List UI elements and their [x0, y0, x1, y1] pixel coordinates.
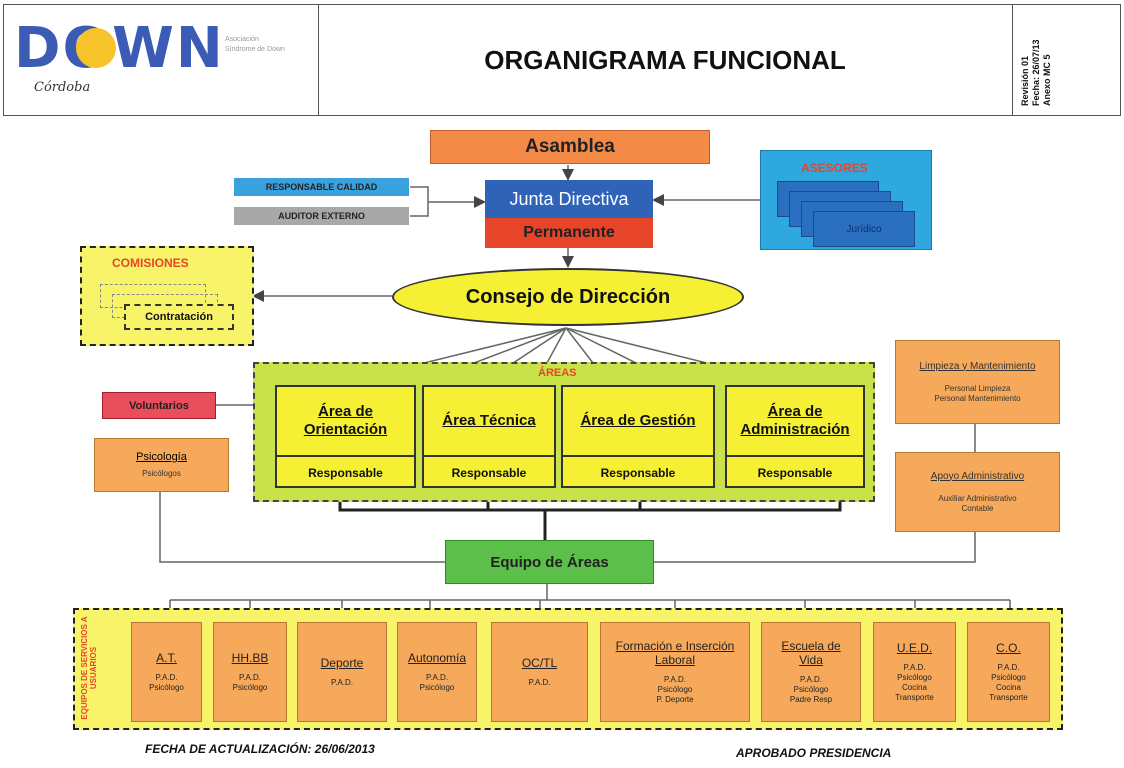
- area-orientacion-resp: Responsable: [308, 465, 383, 480]
- service-ued-sub: P.A.D. Psicólogo Cocina Transporte: [895, 663, 934, 702]
- service-formacion-sub: P.A.D. Psicólogo P. Deporte: [656, 675, 694, 704]
- apoyo-box: Apoyo Administrativo Auxiliar Administra…: [895, 452, 1060, 532]
- service-formacion: Formación e Inserción Laboral P.A.D. Psi…: [600, 622, 750, 722]
- juridico-label: Jurídico: [846, 223, 882, 235]
- area-tecnica-title: Área Técnica: [442, 412, 536, 429]
- service-at-sub: P.A.D. Psicólogo: [149, 673, 184, 692]
- junta-directiva-box: Junta Directiva: [485, 180, 653, 218]
- asesores-stack-4: Jurídico: [813, 211, 915, 247]
- anexo-text: Anexo MC 5: [1042, 54, 1052, 106]
- service-co-sub: P.A.D. Psicólogo Cocina Transporte: [989, 663, 1028, 702]
- asesores-panel: ASESORES Jurídico: [760, 150, 932, 250]
- areas-label: ÁREAS: [538, 367, 577, 379]
- service-octl-title: OC/TL: [521, 656, 558, 670]
- fecha-text: Fecha: 26/07/13: [1031, 39, 1041, 106]
- service-hhbb-title: HH.BB: [231, 651, 269, 665]
- service-escuela-sub: P.A.D. Psicólogo Padre Resp: [789, 675, 833, 704]
- comisiones-panel: COMISIONES Contratación: [80, 246, 254, 346]
- equipos-label: EQUIPOS DE SERVICIOS A USUARIOS: [80, 613, 98, 723]
- area-gestion-resp: Responsable: [600, 465, 676, 480]
- area-tecnica: Área Técnica Responsable: [422, 385, 556, 488]
- service-deporte-sub: P.A.D.: [330, 678, 354, 687]
- limpieza-sub1: Personal Limpieza: [944, 383, 1011, 393]
- service-autonomia-sub: P.A.D. Psicólogo: [419, 673, 455, 692]
- revision-block: Revisión 01 Fecha: 26/07/13 Anexo MC 5: [1014, 6, 1120, 114]
- equipo-areas-box: Equipo de Áreas: [445, 540, 654, 584]
- service-ued-title: U.E.D.: [896, 641, 933, 655]
- responsable-calidad-box: RESPONSABLE CALIDAD: [234, 178, 409, 196]
- service-co: C.O. P.A.D. Psicólogo Cocina Transporte: [967, 622, 1050, 722]
- header-bar: [3, 4, 1121, 116]
- limpieza-box: Limpieza y Mantenimiento Personal Limpie…: [895, 340, 1060, 424]
- service-escuela-title: Escuela de Vida: [781, 639, 841, 667]
- service-at: A.T. P.A.D. Psicólogo: [131, 622, 202, 722]
- consejo-direccion-ellipse: Consejo de Dirección: [392, 268, 744, 326]
- apoyo-title: Apoyo Administrativo: [930, 470, 1025, 482]
- equipos-label-text: EQUIPOS DE SERVICIOS A USUARIOS: [80, 616, 98, 720]
- logo: DOWN Córdoba: [14, 16, 223, 96]
- psicologia-title: Psicología: [136, 451, 187, 463]
- service-hhbb: HH.BB P.A.D. Psicólogo: [213, 622, 287, 722]
- service-co-title: C.O.: [996, 641, 1021, 655]
- asesores-label: ASESORES: [801, 161, 868, 175]
- area-orientacion-title: Área de Orientación: [303, 403, 388, 438]
- revision-text: Revisión 01: [1020, 55, 1030, 106]
- voluntarios-box: Voluntarios: [102, 392, 216, 419]
- psicologia-sub: Psicólogos: [142, 469, 181, 478]
- service-at-title: A.T.: [156, 651, 177, 665]
- comisiones-label: COMISIONES: [112, 256, 189, 270]
- contratacion-label: Contratación: [145, 311, 213, 323]
- limpieza-sub2: Personal Mantenimiento: [934, 393, 1021, 403]
- area-gestion: Área de Gestión Responsable: [561, 385, 715, 488]
- apoyo-sub2: Contable: [961, 503, 994, 513]
- header-divider-right: [1012, 4, 1013, 116]
- service-hhbb-sub: P.A.D. Psicólogo: [232, 673, 268, 692]
- comisiones-contratacion: Contratación: [124, 304, 234, 330]
- area-administracion-title: Área de Administración: [740, 403, 850, 438]
- area-administracion-resp: Responsable: [757, 465, 833, 480]
- service-octl-sub: P.A.D.: [528, 678, 551, 687]
- service-autonomia-title: Autonomía: [407, 651, 467, 665]
- area-tecnica-resp: Responsable: [451, 465, 527, 480]
- permanente-box: Permanente: [485, 218, 653, 248]
- logo-text: DOWN: [14, 16, 225, 81]
- area-orientacion: Área de Orientación Responsable: [275, 385, 416, 488]
- service-autonomia: Autonomía P.A.D. Psicólogo: [397, 622, 477, 722]
- limpieza-title: Limpieza y Mantenimiento: [919, 360, 1036, 372]
- service-formacion-title: Formación e Inserción Laboral: [615, 639, 735, 667]
- service-ued: U.E.D. P.A.D. Psicólogo Cocina Transport…: [873, 622, 956, 722]
- footer-fecha: FECHA DE ACTUALIZACIÓN: 26/06/2013: [145, 742, 375, 756]
- psicologia-box: Psicología Psicólogos: [94, 438, 229, 492]
- page-title: ORGANIGRAMA FUNCIONAL: [484, 44, 846, 75]
- area-administracion: Área de Administración Responsable: [725, 385, 865, 488]
- service-deporte-title: Deporte: [320, 656, 364, 670]
- auditor-externo-box: AUDITOR EXTERNO: [234, 207, 409, 225]
- asamblea-box: Asamblea: [430, 130, 710, 164]
- service-deporte: Deporte P.A.D.: [297, 622, 387, 722]
- footer-aprobado: APROBADO PRESIDENCIA: [736, 746, 892, 760]
- logo-tagline: Asociación Síndrome de Down: [225, 36, 285, 53]
- area-gestion-title: Área de Gestión: [580, 412, 696, 429]
- logo-sub: Córdoba: [34, 80, 91, 95]
- logo-smile-icon: [76, 28, 116, 68]
- service-octl: OC/TL P.A.D.: [491, 622, 588, 722]
- apoyo-sub1: Auxiliar Administrativo: [938, 493, 1017, 503]
- service-escuela: Escuela de Vida P.A.D. Psicólogo Padre R…: [761, 622, 861, 722]
- header-divider-left: [318, 4, 319, 116]
